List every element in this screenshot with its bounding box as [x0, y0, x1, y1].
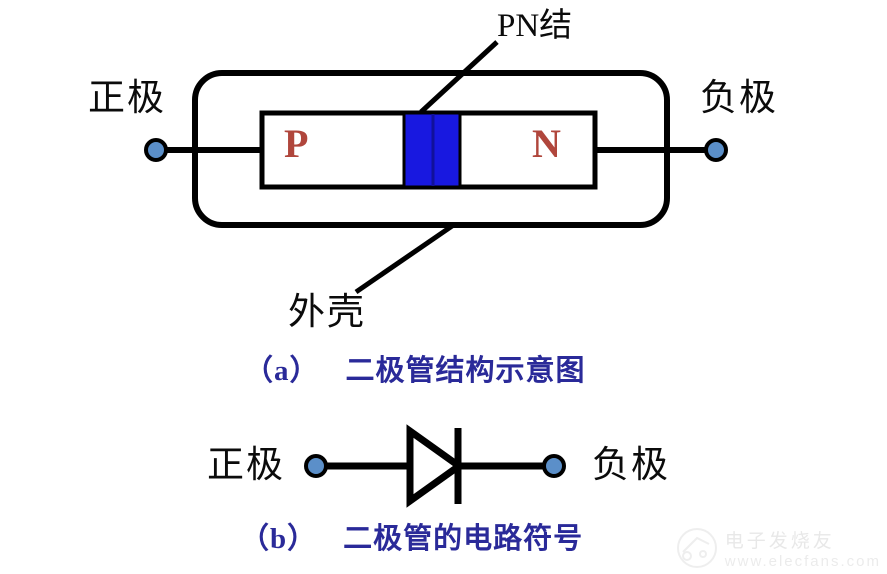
- anode-label-structure: 正极: [88, 78, 166, 119]
- caption-a-text: 二极管结构示意图: [345, 355, 586, 387]
- pn-junction-leader-line: [419, 40, 499, 114]
- caption-b: （b） 二极管的电路符号: [240, 525, 583, 554]
- caption-a: （a） 二极管结构示意图: [244, 357, 586, 386]
- n-region-letter: N: [532, 121, 561, 166]
- cathode-terminal-dot-a[interactable]: [704, 138, 728, 162]
- cathode-label-structure: 负极: [700, 78, 778, 119]
- caption-b-tag: （b）: [240, 523, 318, 555]
- caption-b-text: 二极管的电路符号: [343, 523, 584, 555]
- p-region-letter: P: [284, 121, 309, 166]
- anode-label-symbol: 正极: [207, 445, 285, 486]
- anode-terminal-dot-a[interactable]: [144, 138, 168, 162]
- shell-leader-line: [354, 221, 457, 295]
- shell-label: 外壳: [288, 292, 366, 333]
- anode-terminal-dot-b[interactable]: [304, 454, 328, 478]
- cathode-terminal-dot-b[interactable]: [542, 454, 566, 478]
- pn-junction-label: PN结: [497, 8, 573, 44]
- caption-a-tag: （a）: [244, 355, 320, 387]
- cathode-label-symbol: 负极: [592, 445, 670, 486]
- diode-triangle-symbol: [406, 424, 466, 508]
